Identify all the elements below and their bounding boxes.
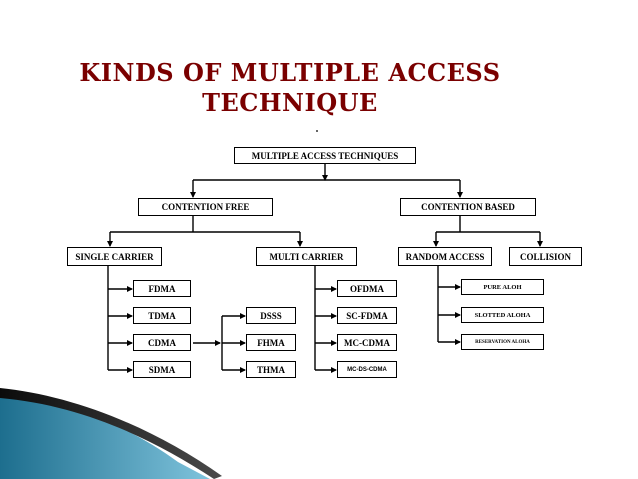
collision-box: COLLISION (509, 247, 582, 266)
sc-fdma-box: SC-FDMA (337, 307, 397, 324)
slide-title-line-1: KINDS OF MULTIPLE ACCESS (79, 58, 501, 87)
stray-dot (316, 130, 318, 132)
cdma-box: CDMA (133, 334, 191, 351)
fhma-box: FHMA (246, 334, 296, 351)
root-multiple-access-techniques: MULTIPLE ACCESS TECHNIQUES (234, 147, 416, 164)
random-access-box: RANDOM ACCESS (398, 247, 492, 266)
tdma-box: TDMA (133, 307, 191, 324)
pure-aloha-box: PURE ALOH (461, 279, 544, 295)
slide-title-line-2: TECHNIQUE (202, 88, 378, 117)
contention-free-box: CONTENTION FREE (138, 198, 273, 216)
reservation-aloha-box: RESERVATION ALOHA (461, 334, 544, 350)
dsss-box: DSSS (246, 307, 296, 324)
contention-based-box: CONTENTION BASED (400, 198, 536, 216)
multi-carrier-box: MULTI CARRIER (256, 247, 357, 266)
fdma-box: FDMA (133, 280, 191, 297)
slotted-aloha-box: SLOTTED ALOHA (461, 307, 544, 323)
thma-box: THMA (246, 361, 296, 378)
mc-ds-cdma-box: MC-DS-CDMA (337, 361, 397, 378)
ofdma-box: OFDMA (337, 280, 397, 297)
single-carrier-box: SINGLE CARRIER (67, 247, 162, 266)
sdma-box: SDMA (133, 361, 191, 378)
mc-cdma-box: MC-CDMA (337, 334, 397, 351)
